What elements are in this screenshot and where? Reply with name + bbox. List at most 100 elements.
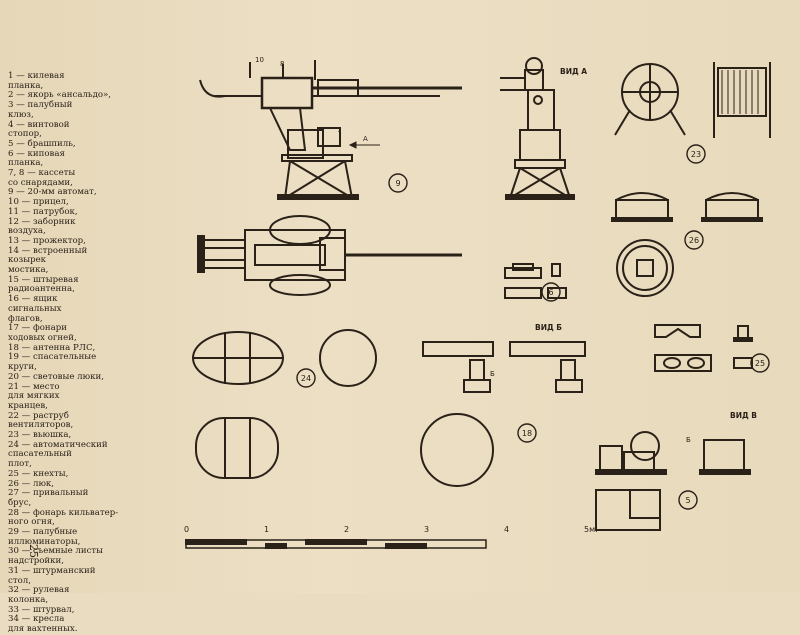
figure-circle-23 — [686, 144, 706, 164]
figure-circle-9 — [388, 173, 408, 193]
view-label-b: ВИД Б — [535, 323, 562, 332]
legend-line: стопор, — [8, 129, 42, 140]
legend-line: 17 — фонари — [8, 323, 67, 334]
figure-circle-6 — [541, 282, 561, 302]
legend-line: клюз, — [8, 109, 34, 120]
legend-line: 22 — раструб — [8, 410, 69, 421]
hatch-side-views — [611, 192, 763, 222]
figure-number-5: 5 — [685, 496, 690, 505]
gun-side-view — [199, 60, 462, 200]
figure-number-25: 25 — [755, 359, 765, 368]
legend-line: 31 — штурманский — [8, 565, 96, 576]
legend-line: 15 — штыревая — [8, 274, 79, 285]
life-raft-drawings — [192, 329, 494, 487]
legend-line: спасательный — [8, 449, 72, 460]
arrow-b-label: Б — [490, 370, 495, 378]
figure-number-18: 18 — [522, 429, 532, 438]
chock-drawings — [504, 263, 567, 299]
legend-line: флагов, — [8, 313, 43, 324]
legend-line: ного огня, — [8, 517, 55, 528]
figure-circle-25 — [750, 353, 770, 373]
legend-line: 27 — привальный — [8, 488, 89, 499]
legend-line: 24 — автоматический — [8, 439, 108, 450]
scale-bar-labels: 0 1 2 3 4 5м. — [184, 525, 598, 534]
legend-line: козырек — [8, 255, 47, 266]
legend-line: плот, — [8, 459, 32, 470]
legend-line: стол, — [8, 575, 31, 586]
figure-number-6: 6 — [548, 288, 553, 297]
figure-circle-26 — [684, 230, 704, 250]
view-label-v: ВИД В — [730, 411, 757, 420]
legend-line: 34 — кресла — [8, 614, 65, 625]
legend-line: 4 — винтовой — [8, 119, 70, 130]
figure-circle-24 — [296, 368, 316, 388]
radar-antenna-drawings — [422, 341, 586, 393]
legend-line: 16 — ящик — [8, 294, 58, 305]
scale-label: 2 — [344, 525, 349, 534]
legend-line: 3 — палубный — [8, 100, 73, 111]
figure-number-9: 9 — [395, 179, 400, 188]
view-label-a: ВИД А — [560, 67, 587, 76]
legend-line: планка, — [8, 80, 44, 91]
hatch-top-view — [616, 239, 674, 297]
gun-front-view — [500, 57, 575, 200]
callout-10: 10 — [255, 56, 264, 64]
legend-line: 1 — килевая — [8, 71, 65, 81]
figure-circle-18 — [517, 423, 537, 443]
scale-label: 4 — [504, 525, 509, 534]
legend-line: кранцев, — [8, 400, 48, 411]
legend-line: 32 — рулевая — [8, 585, 70, 596]
legend-line: брус, — [8, 497, 32, 508]
legend-line: 12 — заборник — [8, 216, 76, 227]
figure-number-26: 26 — [689, 236, 699, 245]
legend-line: вентиляторов, — [8, 420, 74, 431]
legend-line: 11 — патрубок, — [8, 206, 78, 217]
legend-line: надстройки, — [8, 556, 64, 567]
figure-number-23: 23 — [691, 150, 701, 159]
legend-line: планка, — [8, 158, 44, 169]
windlass-drawings — [595, 431, 751, 531]
legend-line: со снарядами, — [8, 177, 73, 188]
legend-line: 14 — встроенный — [8, 245, 88, 256]
legend-line: для вахтенных. — [8, 624, 78, 635]
legend-line: 33 — штурвал, — [8, 604, 75, 615]
legend-line: 13 — прожектор, — [8, 235, 86, 246]
legend-line: 25 — кнехты, — [8, 468, 69, 479]
legend-line: 9 — 20-мм автомат, — [8, 187, 97, 198]
reel-side-view — [713, 62, 771, 138]
arrow-a-label: А — [363, 135, 368, 143]
technical-drawing: 9 23 26 6 24 18 25 5 ВИД А ВИД Б ВИД В 1… — [184, 56, 771, 549]
legend-line: 20 — световые люки, — [8, 371, 104, 382]
legend-line: 28 — фонарь кильватер- — [8, 507, 119, 518]
legend-line: круги, — [8, 362, 37, 373]
bollard-drawings — [654, 324, 753, 372]
legend-line: 23 — вьюшка, — [8, 430, 72, 441]
gun-top-view — [197, 215, 462, 296]
scale-bar — [185, 539, 487, 549]
legend-line: 18 — антенна РЛС, — [8, 342, 96, 353]
scale-label: 5м. — [584, 525, 598, 534]
callout-8: 8 — [280, 60, 284, 68]
scale-label: 1 — [264, 525, 269, 534]
legend-line: 7, 8 — кассеты — [8, 168, 76, 179]
legend-line: 2 — якорь «ансальдо», — [8, 90, 112, 101]
reel-front-view — [614, 63, 686, 136]
arrow-b2-label: Б — [686, 436, 691, 444]
legend-line: для мягких — [8, 391, 60, 402]
legend-line: 26 — люк, — [8, 478, 55, 489]
callout-7: 7 — [337, 126, 341, 134]
legend-line: радиоантенна, — [8, 284, 75, 295]
legend-line: 19 — спасательные — [8, 352, 97, 363]
legend-line: 10 — прицел, — [8, 197, 69, 208]
scale-label: 0 — [184, 525, 189, 534]
legend-line: 5 — брашпиль, — [8, 138, 76, 149]
legend-line: 21 — место — [8, 381, 60, 392]
legend-line: 29 — палубные — [8, 527, 78, 538]
legend-line: воздуха, — [8, 226, 46, 237]
scale-label: 3 — [424, 525, 429, 534]
legend-line: ходовых огней, — [8, 332, 77, 343]
legend-line: 30 — съемные листы — [8, 546, 104, 557]
legend-line: сигнальных — [8, 303, 62, 314]
